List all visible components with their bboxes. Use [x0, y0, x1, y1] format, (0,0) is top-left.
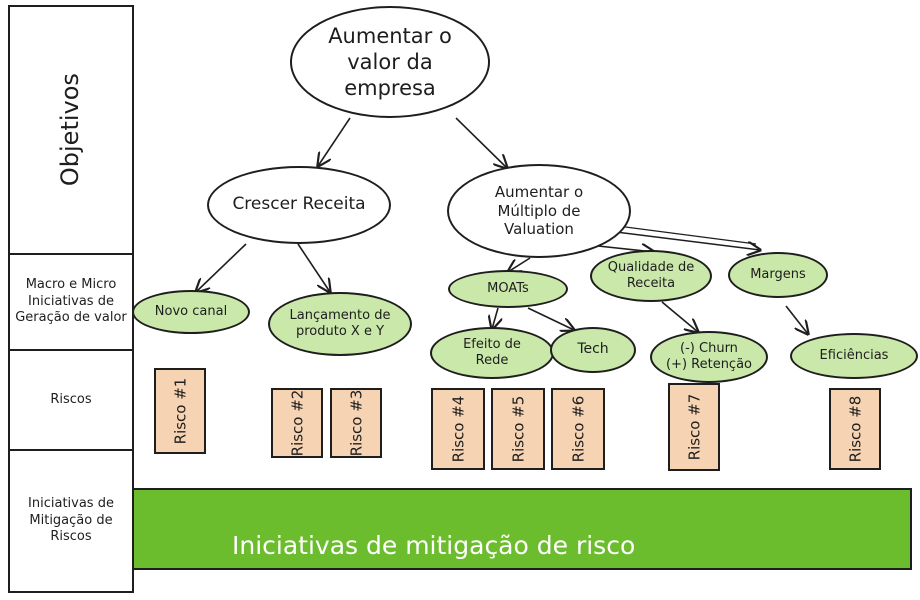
- risk-card-label: Risco #8: [846, 395, 864, 463]
- node-line: produto X e Y: [295, 324, 385, 339]
- risk-card-2: Risco #2: [271, 388, 323, 458]
- row-label-objectives: Objetivos: [8, 5, 134, 255]
- risk-card-5: Risco #5: [491, 388, 545, 470]
- node-line: Múltiplo de: [497, 201, 581, 220]
- row-label-risks: Riscos: [8, 349, 134, 451]
- node-tech: Tech: [550, 327, 636, 373]
- node-margins-text: Margens: [750, 266, 806, 282]
- arrow-quality-to-churn: [661, 301, 698, 332]
- node-grow-revenue: Crescer Receita: [207, 166, 391, 244]
- risk-card-label: Risco #2: [288, 389, 306, 457]
- risk-card-label: Risco #6: [569, 395, 587, 463]
- node-line: valor da: [347, 49, 433, 74]
- arrow-revenue-to-launch: [297, 243, 330, 292]
- arrow-multiple-to-margins: [615, 231, 760, 250]
- node-line: Qualidade de: [607, 259, 695, 275]
- node-line: Receita: [626, 276, 676, 291]
- row-label-mitigation-text: Iniciativas de Mitigação de Riscos: [28, 495, 114, 545]
- row-label-risks-text: Riscos: [50, 391, 92, 407]
- row-label-initiatives-text: Macro e Micro Iniciativas de Geração de …: [15, 276, 127, 326]
- node-tech-text: Tech: [577, 341, 609, 358]
- risk-card-1: Risco #1: [154, 368, 206, 454]
- node-line: Valuation: [504, 220, 574, 239]
- node-moats: MOATs: [448, 270, 568, 308]
- node-line: (-) Churn: [680, 340, 738, 356]
- arrow-multiple-to-margins-stroke: [617, 225, 757, 245]
- node-line: Rede: [475, 353, 509, 368]
- risk-card-3: Risco #3: [330, 388, 382, 458]
- node-line: (+) Retenção: [665, 357, 753, 372]
- risk-card-label: Risco #4: [449, 395, 467, 463]
- arrow-moats-to-tech: [527, 307, 574, 330]
- node-line: Aumentar o: [494, 182, 584, 201]
- node-new-channel: Novo canal: [132, 290, 250, 334]
- row-label-mitigation: Iniciativas de Mitigação de Riscos: [8, 449, 134, 593]
- node-line: empresa: [344, 76, 436, 101]
- arrow-revenue-to-new-channel: [196, 243, 247, 292]
- risk-card-label: Risco #7: [685, 393, 703, 461]
- node-margins: Margens: [728, 252, 828, 298]
- arrow-root-to-revenue: [318, 117, 351, 166]
- node-moats-text: MOATs: [487, 280, 529, 296]
- node-line: Lançamento de: [289, 307, 391, 323]
- risk-card-label: Risco #5: [509, 395, 527, 463]
- mitigation-band-label: Iniciativas de mitigação de risco: [232, 531, 636, 560]
- risk-card-4: Risco #4: [431, 388, 485, 470]
- node-new-channel-text: Novo canal: [154, 303, 228, 319]
- node-efficiencies-text: Eficiências: [819, 347, 889, 363]
- node-churn-retention: (-) Churn(+) Retenção: [650, 331, 768, 383]
- node-line: Aumentar o: [328, 23, 452, 48]
- connector-arrows: [196, 117, 808, 334]
- arrow-moats-to-network: [492, 307, 498, 329]
- risk-card-8: Risco #8: [829, 388, 881, 470]
- row-label-objectives-text: Objetivos: [56, 73, 85, 187]
- risk-card-label: Risco #3: [347, 389, 365, 457]
- row-label-initiatives: Macro e Micro Iniciativas de Geração de …: [8, 253, 134, 351]
- arrow-root-to-multiple: [455, 117, 507, 168]
- risk-card-7: Risco #7: [668, 383, 720, 471]
- arrow-margins-to-efficiencies: [785, 305, 808, 334]
- mitigation-band: [132, 488, 912, 570]
- node-line: Efeito de: [463, 336, 521, 352]
- risk-card-label: Risco #1: [171, 377, 189, 445]
- risk-card-6: Risco #6: [551, 388, 605, 470]
- node-efficiencies: Eficiências: [790, 333, 918, 379]
- node-grow-revenue-text: Crescer Receita: [232, 194, 366, 215]
